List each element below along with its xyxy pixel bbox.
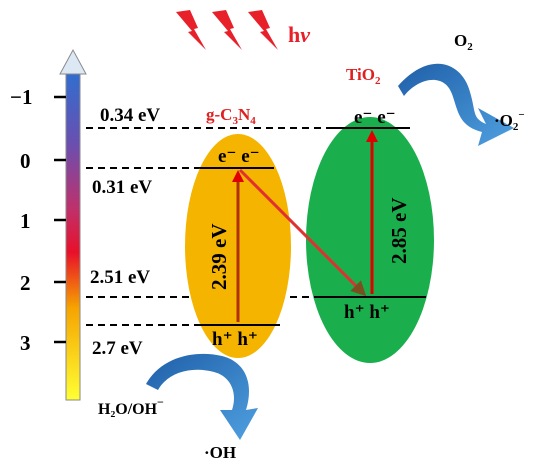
energy-scale: −1 0 1 2 3 [10,48,87,401]
gcn-electrons: e⁻ e⁻ [218,146,260,167]
o2-reduction-curved-arrow [398,63,514,146]
h2o-oh-label-sup: − [157,395,164,409]
tio2-bandgap: 2.85 eV [387,198,411,265]
h2o-oh-label-main: H₂O/OH [98,401,158,418]
gcn-label: g-C3N4 [206,105,256,127]
charge-transfer-arrow [238,168,367,297]
tio2-label-sub: 2 [375,75,381,87]
h2o-oh-label: H₂O/OH− [98,395,164,418]
tio2-cb-energy: 0.34 eV [100,105,160,126]
scale-tick-label: 1 [20,209,31,233]
scale-tick-label: 3 [20,331,31,355]
tio2-label: TiO2 [346,65,381,87]
lightning-icon [212,10,242,50]
lightning-icon [176,10,206,50]
tio2-holes: h⁺ h⁺ [344,302,390,323]
scale-tick-label: 2 [20,271,31,295]
gcn-cb-energy: 0.31 eV [92,177,152,198]
gcn-label-sub2: 4 [250,115,256,127]
scale-bar [65,71,81,401]
gcn-label-pre: g-C [206,105,232,124]
scale-arrow-head [59,48,87,75]
superoxide-label-sub: 2 [513,121,519,133]
oh-oxidation-curved-arrow [146,353,258,440]
o2-label-sub: 2 [467,41,473,53]
scale-tick-label: 0 [20,149,31,173]
tio2-electrons: e⁻ e⁻ [354,107,396,128]
scale-tick-label: −1 [10,85,32,109]
gcn-bandgap: 2.39 eV [207,224,231,291]
o2-label-main: O [454,31,467,50]
tio2-vb-energy: 2.51 eV [90,267,150,288]
gcn-label-sub1: 3 [232,115,238,127]
light-symbol: hv [288,22,310,47]
lightning-bolts [176,10,278,50]
gcn-vb-energy: 2.7 eV [92,338,143,359]
lightning-icon [248,10,278,50]
gcn-holes: h⁺ h⁺ [212,329,258,350]
superoxide-label-sup: − [518,109,524,121]
light-symbol-h: h [288,22,300,47]
tio2-label-pre: TiO [346,65,375,84]
oh-radical-label: ·OH [204,443,236,462]
gcn-label-mid: N [238,105,251,124]
superoxide-label: ·O2− [494,109,525,133]
light-symbol-nu: v [300,22,310,47]
o2-label: O2 [454,31,473,53]
superoxide-label-main: ·O [494,111,513,130]
tio2-ellipse [306,117,434,363]
